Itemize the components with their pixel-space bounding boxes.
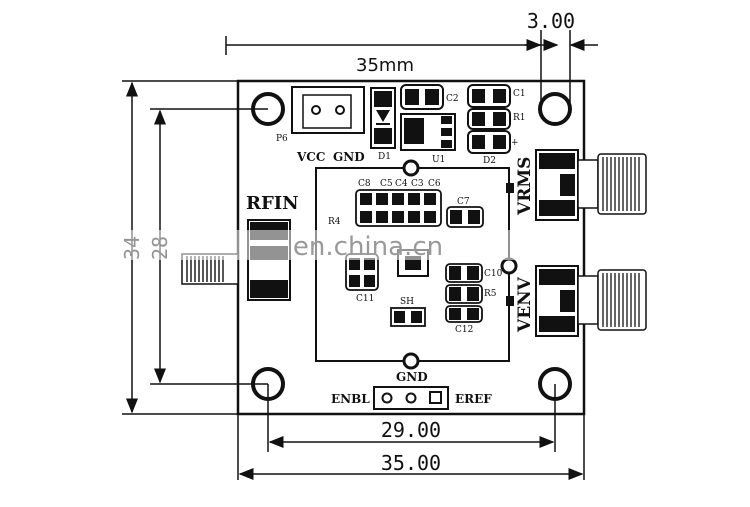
label-r1: R1 [513, 113, 526, 123]
sma-connector-vrms [535, 149, 647, 221]
label-c10: C10 [484, 269, 503, 279]
label-c7: C7 [457, 197, 470, 207]
label-d1: D1 [378, 152, 391, 162]
component-stack-c10-r5-c12 [445, 263, 483, 323]
resistor-r1 [467, 108, 511, 130]
label-sh: SH [400, 297, 414, 307]
dim-bottom-outer: 35.00 [381, 451, 441, 475]
capacitor-c7 [446, 206, 484, 228]
label-c3: C3 [411, 179, 424, 189]
header-enbl-eref [373, 386, 449, 410]
regulator-u1 [400, 113, 456, 151]
label-c5: C5 [380, 179, 393, 189]
label-vcc: VCC [296, 150, 325, 164]
label-r4: R4 [328, 217, 341, 227]
label-vrms: VRMS [515, 157, 535, 216]
label-c6: C6 [428, 179, 441, 189]
label-plus: + [511, 138, 519, 148]
label-c11: C11 [356, 294, 374, 304]
label-gnd-top: GND [333, 150, 365, 164]
label-gnd-bottom: GND [396, 370, 428, 384]
dim-top-offset: 3.00 [527, 9, 575, 33]
connector-p6 [291, 86, 365, 134]
label-r5: R5 [484, 289, 497, 299]
label-u1: U1 [432, 155, 445, 165]
label-venv: VENV [515, 276, 535, 333]
capacitor-c2 [400, 84, 444, 110]
label-p6: P6 [276, 134, 288, 144]
label-eref: EREF [455, 392, 492, 406]
dim-bottom-inner: 29.00 [381, 418, 441, 442]
label-rfin: RFIN [246, 193, 299, 214]
watermark-band [112, 230, 582, 260]
capacitor-array [355, 189, 442, 227]
label-d2: D2 [483, 156, 496, 166]
diode-d1 [370, 87, 396, 149]
label-c12: C12 [455, 325, 473, 335]
label-c8: C8 [358, 179, 371, 189]
label-enbl: ENBL [331, 392, 370, 406]
label-c1: C1 [513, 89, 526, 99]
sma-connector-venv [535, 265, 647, 337]
diode-d2 [467, 130, 511, 154]
label-c2: C2 [446, 94, 459, 104]
label-c4: C4 [395, 179, 408, 189]
jumper-sh [390, 307, 426, 327]
capacitor-c1 [467, 84, 511, 108]
dim-top-width: 35mm [356, 55, 414, 76]
watermark-text: en.china.cn [293, 232, 443, 262]
